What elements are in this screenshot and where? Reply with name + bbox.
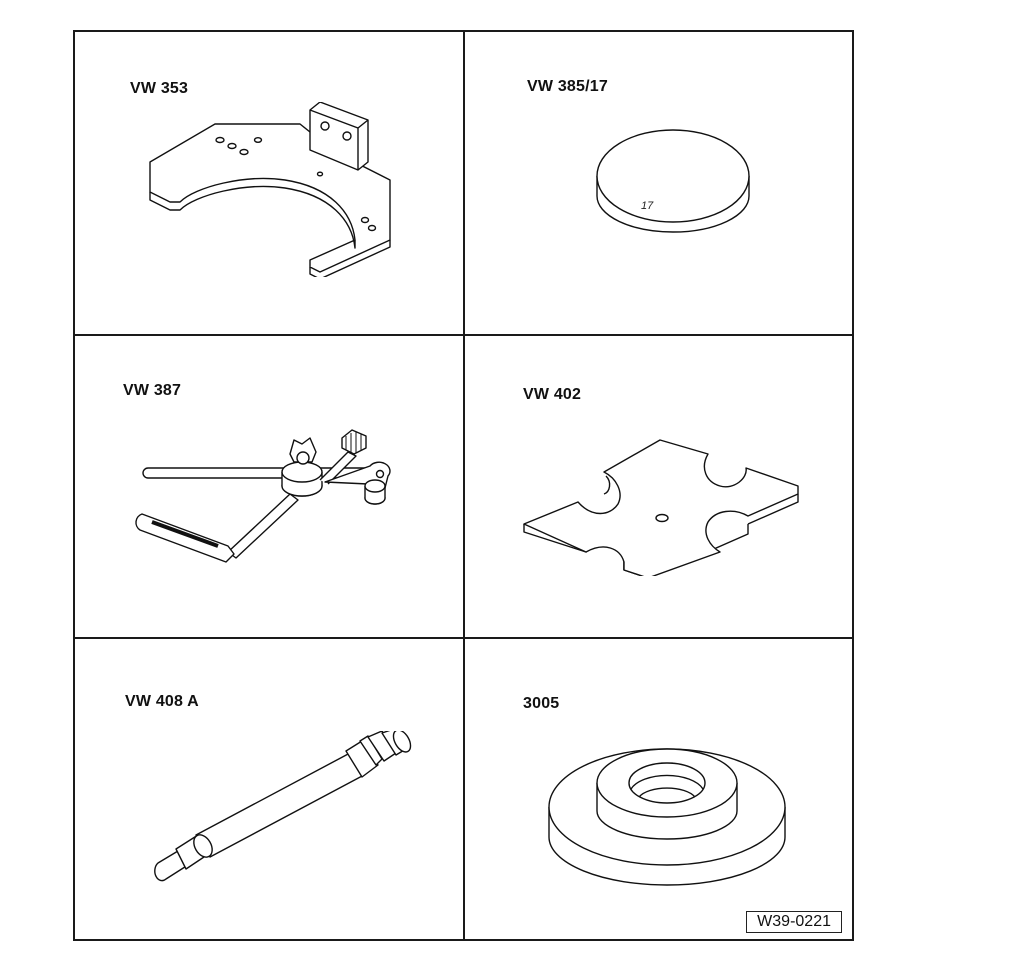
tool-label: VW 353	[130, 80, 189, 97]
drift-shaft-icon	[150, 731, 420, 896]
tool-cell-vw402: VW 402	[465, 336, 854, 637]
tool-cell-vw387: VW 387	[75, 336, 463, 637]
bracket-icon	[140, 102, 410, 277]
grid-divider-vertical	[463, 32, 465, 939]
dial-gauge-holder-icon	[130, 414, 400, 564]
tool-label: VW 385/17	[527, 78, 608, 95]
tool-grid-frame: VW 353	[73, 30, 854, 941]
tool-cell-3005: 3005 W39-0221	[465, 639, 854, 941]
tool-label: VW 408 A	[125, 693, 199, 710]
grid-divider-horizontal-1	[75, 334, 852, 336]
tool-label: 3005	[523, 695, 560, 712]
tool-cell-vw353: VW 353	[75, 32, 463, 334]
tool-cell-vw408a: VW 408 A	[75, 639, 463, 941]
cross-plate-icon	[520, 406, 805, 576]
tool-cell-vw385-17: VW 385/17 17	[465, 32, 854, 334]
tool-label: VW 402	[523, 386, 582, 403]
disc-icon	[593, 124, 753, 236]
disc-marking: 17	[641, 200, 654, 212]
figure-code: W39-0221	[746, 911, 842, 933]
stepped-ring-icon	[547, 737, 787, 887]
grid-divider-horizontal-2	[75, 637, 852, 639]
tool-label: VW 387	[123, 382, 182, 399]
